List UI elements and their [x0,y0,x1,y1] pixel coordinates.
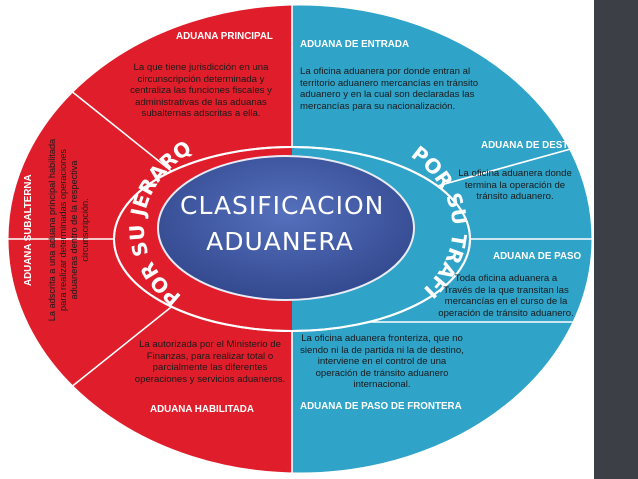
paso-header: ADUANA DE PASO [493,251,582,262]
title-line-2: ADUANERA [206,227,354,256]
principal-text: La que tiene jurisdicción en una circuns… [130,62,272,119]
title-line-1: CLASIFICACION [180,191,385,220]
principal-header: ADUANA PRINCIPAL [176,31,273,42]
subalterna-text: La adscrita a una aduana principal habil… [47,138,90,322]
paso-text: Toda oficina aduanera a Través de la que… [438,273,574,319]
frontera-text: La oficina aduanera fronteriza, que no s… [300,333,464,390]
habilitada-text: La autorizada por el Ministerio de Finan… [134,339,286,385]
center-ellipse [157,155,415,301]
destino-header: ADUANA DE DESTINO [481,140,586,151]
outer-ellipse-border [5,2,595,476]
subalterna-header: ADUANA SUBALTERNA [23,174,34,286]
entrada-header: ADUANA DE ENTRADA [300,39,410,50]
destino-text: La oficina aduanera donde termina la ope… [458,168,572,202]
sidebar-strip [594,0,638,479]
habilitada-header: ADUANA HABILITADA [150,404,254,415]
entrada-text: La oficina aduanera por donde entran al … [300,66,479,112]
frontera-header: ADUANA DE PASO DE FRONTERA [300,401,462,412]
